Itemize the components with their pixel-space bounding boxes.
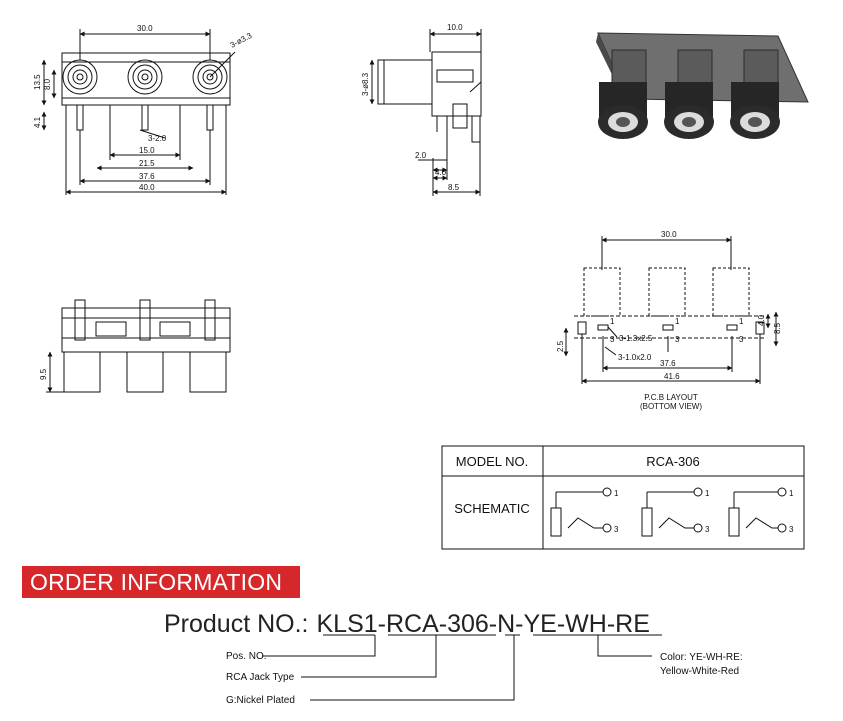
order-information-banner: ORDER INFORMATION [22,566,300,598]
product-number-code: KLS1-RCA-306-N-YE-WH-RE [316,610,650,638]
front-dim-hole: 3-ø3.3 [229,31,254,50]
order-label-color-1: Color: YE-WH-RE: [660,652,743,663]
front-jack-2 [127,59,163,95]
side-dim-4: 4.0 [435,168,447,177]
schematic-pin-label: 3 [705,525,710,534]
front-dim-15: 15.0 [139,146,155,155]
pcb-dim-8-5: 8.5 [773,322,782,334]
schematic-jack-3 [728,487,787,537]
bottom-dim-9-5: 9.5 [39,368,48,380]
front-dim-8: 8.0 [43,78,52,90]
front-jack-3 [192,59,228,95]
order-label-pos: Pos. NO. [226,651,267,662]
pcb-pin-label: 3 [739,335,744,344]
side-dim-8-5: 8.5 [448,183,460,192]
side-dim-10: 10.0 [447,23,463,32]
pcb-pin-label: 3 [675,335,680,344]
side-dim-8-3: 3-ø8.3 [361,72,370,96]
pcb-dim-hole-a: 3-1.3x2.5 [619,334,653,343]
schematic-jack-1 [550,487,612,537]
pcb-dim-4: 4.0 [757,314,766,326]
bottom-view [46,299,231,393]
front-dim-21-5: 21.5 [139,159,155,168]
photo-jack-1 [598,82,648,139]
front-jack-1 [62,59,98,95]
pcb-caption-1: P.C.B LAYOUT [644,393,698,402]
model-table [441,445,805,550]
schematic-label: SCHEMATIC [454,501,530,516]
schematic-pin-label: 1 [614,489,619,498]
front-dim-pin: 3-2.0 [148,134,167,143]
pcb-caption-2: (BOTTOM VIEW) [640,402,702,411]
schematic-pin-label: 1 [705,489,710,498]
order-leaders [262,634,662,701]
pcb-dim-41-6: 41.6 [664,372,680,381]
front-dim-4-1: 4.1 [33,116,42,128]
pcb-dim-hole-b: 3-1.0x2.0 [618,353,652,362]
order-information-title: ORDER INFORMATION [30,569,283,595]
model-no-label: MODEL NO. [456,454,528,469]
pcb-dim-30: 30.0 [661,230,677,239]
pcb-dim-2-5: 2.5 [556,340,565,352]
schematic-jack-2 [641,487,703,537]
order-label-jack: RCA Jack Type [226,672,295,683]
front-dim-40: 40.0 [139,183,155,192]
side-dim-2: 2.0 [415,151,427,160]
pcb-layout [563,236,779,384]
photo-jack-2 [664,82,714,139]
side-view [369,29,482,196]
schematic-pin-label: 1 [789,489,794,498]
pcb-pin-label: 3 [610,335,615,344]
schematic-symbols [550,487,787,537]
order-label-color-2: Yellow-White-Red [660,666,739,677]
product-photo [596,32,809,139]
pcb-pin-label: 1 [610,317,615,326]
front-view [41,29,236,195]
model-no-value: RCA-306 [646,454,699,469]
front-dim-37-6: 37.6 [139,172,155,181]
pcb-pin-label: 1 [739,317,744,326]
pcb-pin-label: 1 [675,317,680,326]
pcb-dim-37-6: 37.6 [660,359,676,368]
schematic-pin-label: 3 [789,525,794,534]
schematic-pin-label: 3 [614,525,619,534]
product-number-prefix: Product NO.: [164,610,309,638]
front-dim-30: 30.0 [137,24,153,33]
photo-jack-3 [730,82,780,139]
order-label-plating: G:Nickel Plated [226,695,295,706]
product-number-line: Product NO.:KLS1-RCA-306-N-YE-WH-RE [164,610,650,639]
front-dim-13-5: 13.5 [33,74,42,90]
